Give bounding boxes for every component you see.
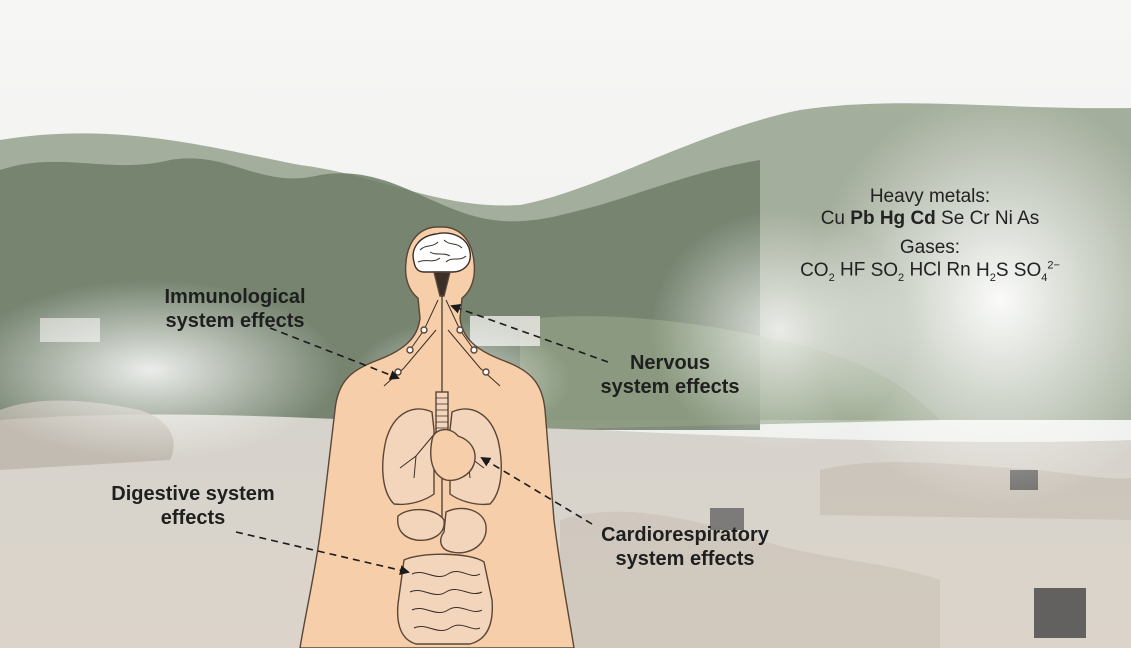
label-line: system effects — [585, 548, 785, 572]
gases-list: CO2 HF SO2 HCl Rn H2S SO42− — [760, 259, 1100, 284]
label-line: Immunological — [150, 286, 320, 310]
pollutants-info: Heavy metals: Cu Pb Hg Cd Se Cr Ni As Ga… — [760, 186, 1100, 284]
label-cardiorespiratory: Cardiorespiratory system effects — [585, 524, 785, 571]
sign-3 — [1034, 588, 1086, 638]
label-line: effects — [108, 507, 278, 531]
metal-item: Cu — [821, 208, 845, 229]
gas-item: CO2 — [800, 260, 835, 281]
gas-item: H2S — [976, 260, 1009, 281]
metal-item: Hg — [880, 208, 905, 229]
lymph-node — [471, 347, 477, 353]
lymph-node — [407, 347, 413, 353]
label-line: Cardiorespiratory — [585, 524, 785, 548]
metal-item: Se — [941, 208, 964, 229]
gas-item: SO42− — [1014, 260, 1060, 281]
lymph-node — [457, 327, 463, 333]
heavy-metals-list: Cu Pb Hg Cd Se Cr Ni As — [760, 208, 1100, 230]
heavy-metals-heading: Heavy metals: — [760, 186, 1100, 208]
metal-item: Cd — [910, 208, 935, 229]
metal-item: As — [1017, 208, 1039, 229]
lymph-node — [395, 369, 401, 375]
label-line: system effects — [150, 310, 320, 334]
liver — [398, 510, 444, 541]
lymph-node — [421, 327, 427, 333]
metal-item: Ni — [995, 208, 1013, 229]
lymph-node — [483, 369, 489, 375]
gas-item: HCl — [909, 260, 941, 281]
gas-item: Rn — [946, 260, 970, 281]
label-nervous: Nervous system effects — [585, 352, 755, 399]
gas-item: HF — [840, 260, 865, 281]
gases-heading: Gases: — [760, 237, 1100, 259]
gas-item: SO2 — [871, 260, 905, 281]
metal-item: Cr — [970, 208, 990, 229]
label-digestive: Digestive system effects — [108, 483, 278, 530]
brain — [413, 233, 470, 272]
label-line: system effects — [585, 376, 755, 400]
label-line: Digestive system — [108, 483, 278, 507]
label-line: Nervous — [585, 352, 755, 376]
label-immunological: Immunological system effects — [150, 286, 320, 333]
metal-item: Pb — [850, 208, 874, 229]
